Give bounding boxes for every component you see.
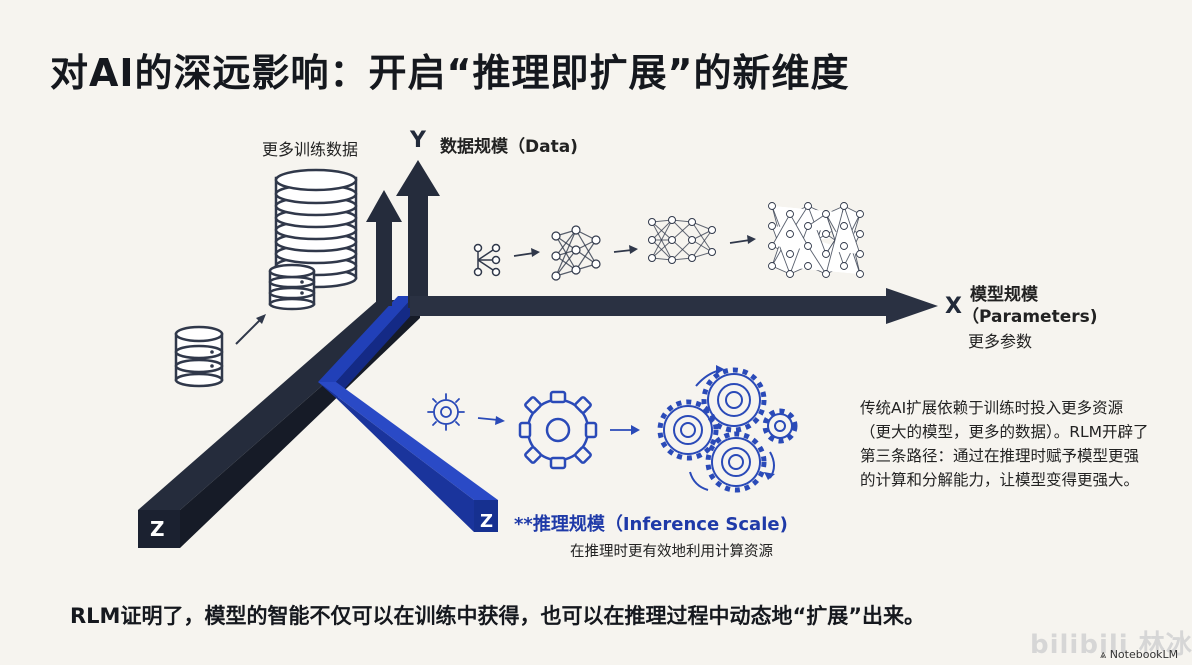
arrow-icon bbox=[610, 425, 640, 435]
arrow-icon bbox=[729, 235, 756, 244]
z-axis-blue-bar-lower bbox=[318, 382, 498, 532]
gear-small-icon bbox=[427, 393, 465, 431]
bilibili-watermark: bilibili 林冰茶 bbox=[1030, 630, 1192, 660]
gear-medium-icon bbox=[518, 390, 598, 470]
neural-network-tiny-icon bbox=[473, 243, 501, 277]
arrow-icon bbox=[477, 416, 505, 425]
arrow-icon bbox=[513, 248, 540, 257]
database-medium-icon bbox=[268, 263, 316, 311]
y-axis-label: 数据规模（Data) bbox=[440, 137, 578, 157]
neural-network-large-icon bbox=[768, 202, 864, 278]
bottom-statement: RLM证明了，模型的智能不仅可以在训练中获得，也可以在推理过程中动态地“扩展”出… bbox=[70, 604, 926, 628]
notebooklm-label: NotebookLM bbox=[1109, 648, 1179, 661]
notebooklm-watermark: ⩓ NotebookLM bbox=[1100, 648, 1178, 662]
z-axis-letter-left: Z bbox=[150, 517, 165, 541]
y-axis-bar bbox=[396, 160, 440, 308]
notebooklm-logo-icon: ⩓ bbox=[1100, 648, 1110, 661]
z-axis-blue-bar-upper bbox=[318, 296, 414, 398]
y-axis-caption: 更多训练数据 bbox=[262, 140, 359, 159]
arrow-icon bbox=[613, 245, 638, 254]
x-axis-letter: X bbox=[945, 294, 962, 319]
x-axis-label-line2: （Parameters) bbox=[962, 307, 1098, 327]
x-axis-bar bbox=[410, 288, 938, 324]
z-axis-letter: Z bbox=[480, 511, 494, 532]
z-axis-label: **推理规模（Inference Scale) bbox=[514, 514, 788, 535]
z-axis-caption: 在推理时更有效地利用计算资源 bbox=[570, 544, 773, 560]
database-stack-icon bbox=[274, 168, 358, 289]
y-axis-letter: Y bbox=[410, 128, 426, 153]
x-axis-caption: 更多参数 bbox=[968, 332, 1033, 351]
database-small-icon bbox=[174, 325, 224, 388]
description-text: 传统AI扩展依赖于训练时投入更多资源（更大的模型，更多的数据）。RLM开辟了第三… bbox=[860, 399, 1149, 489]
gear-cluster-icon bbox=[657, 365, 798, 493]
arrow-icon bbox=[235, 314, 266, 345]
page-title: 对AI的深远影响：开启“推理即扩展”的新维度 bbox=[50, 51, 850, 95]
neural-network-small-icon bbox=[551, 225, 601, 281]
y-axis-back-bar bbox=[366, 190, 402, 306]
x-axis-label-line1: 模型规模 bbox=[970, 285, 1038, 305]
neural-network-medium-icon bbox=[648, 216, 716, 264]
